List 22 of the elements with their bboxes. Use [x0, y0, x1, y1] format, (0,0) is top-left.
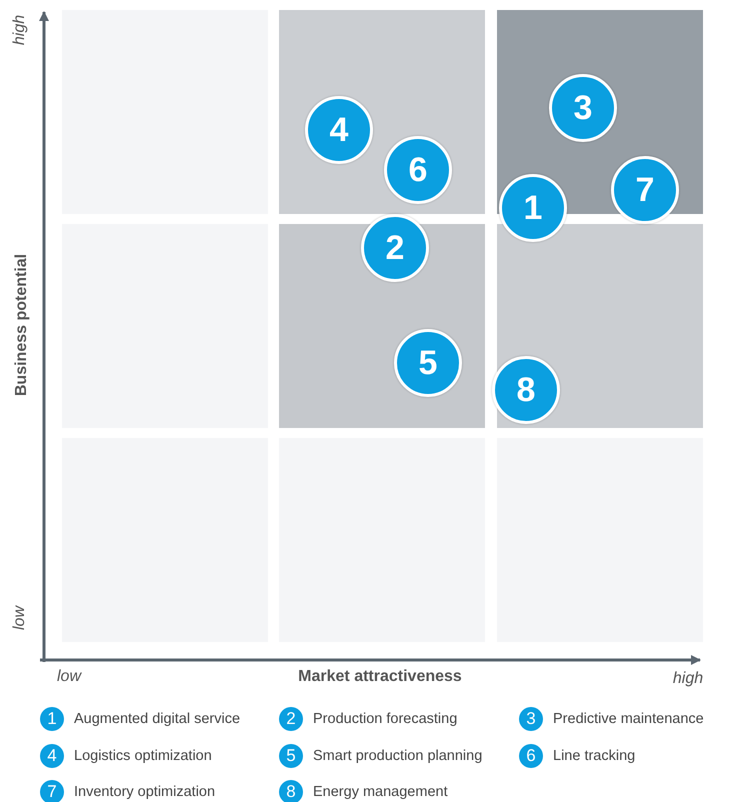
- legend-text: Smart production planning: [313, 748, 482, 764]
- axis-label: low: [11, 606, 29, 630]
- legend-number: 7: [40, 780, 64, 802]
- axis-title: Market attractiveness: [298, 668, 462, 686]
- legend-number: 8: [279, 780, 303, 802]
- legend-number: 3: [519, 707, 543, 731]
- legend-text: Energy management: [313, 784, 448, 800]
- legend-number: 5: [279, 744, 303, 768]
- axis-label: high: [11, 14, 29, 46]
- legend-number: 2: [279, 707, 303, 731]
- legend-text: Production forecasting: [313, 711, 458, 727]
- legend-text: Predictive maintenance: [553, 711, 704, 727]
- legend-text: Logistics optimization: [74, 748, 212, 764]
- legend-text: Augmented digital service: [74, 711, 240, 727]
- legend-text: Line tracking: [553, 748, 636, 764]
- axis-title: Business potential: [13, 254, 31, 396]
- legend-text: Inventory optimization: [74, 784, 216, 800]
- legend-number: 1: [40, 707, 64, 731]
- axis-label: high: [672, 670, 704, 688]
- axis-label: low: [57, 668, 81, 686]
- legend-number: 4: [40, 744, 64, 768]
- legend-number: 6: [519, 744, 543, 768]
